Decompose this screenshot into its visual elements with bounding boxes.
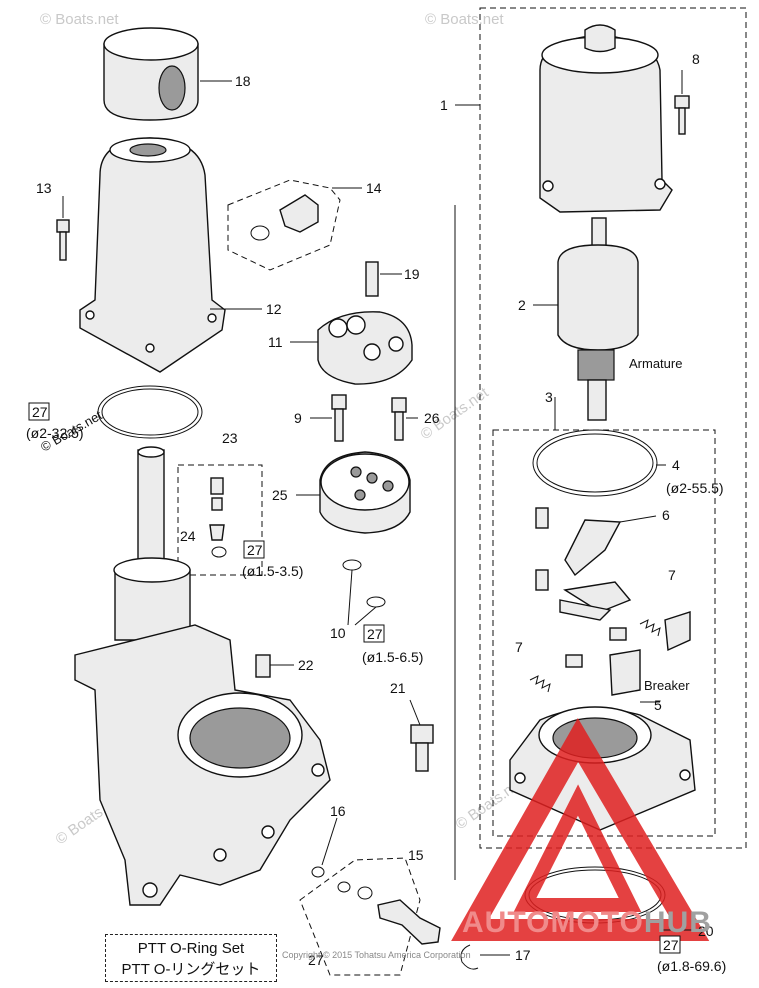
part-12-reservoir [79,137,226,373]
oring-set-title: PTT O-Ring Set [137,940,245,957]
valve-group-box [177,464,263,576]
oring-size: (ø1.5-6.5) [362,649,423,665]
callout-24: 24 [180,528,196,544]
part-25-pump-body [319,451,411,534]
part-10-oring [342,559,362,571]
label-breaker: Breaker [644,678,690,693]
oring-ref-1-label: 27 (ø2-32.5) [26,402,84,441]
oring-code: 27 [367,626,383,642]
part-13-bolt [56,219,70,261]
callout-23: 23 [222,430,238,446]
oring-ref-2-label: 27 (ø1.5-3.5) [242,540,303,579]
size-label-4: (ø2-55.5) [666,480,724,496]
oring-ref-3-label: 27 (ø1.5-6.5) [362,624,423,665]
part-21-bolt [410,724,434,772]
callout-13: 13 [36,180,52,196]
part-18-cap [103,27,199,121]
callout-21: 21 [390,680,406,696]
brand-part-2: HUB [643,906,712,939]
oring-set-title-jp: PTT O-リングセット [121,961,261,978]
callout-3: 3 [545,389,553,405]
oring-size: (ø1.8-69.6) [657,958,726,974]
callout-19: 19 [404,266,420,282]
callout-8: 8 [692,51,700,67]
part-9-bolt [331,394,347,442]
oring-code: 27 [663,937,679,953]
part-6-brush-holder [535,507,632,621]
callout-6: 6 [662,507,670,523]
callout-5: 5 [654,697,662,713]
part-23-valve [209,477,227,558]
oring-size: (ø1.5-3.5) [242,563,303,579]
leader-lines [62,70,695,956]
label-armature: Armature [629,356,682,371]
callout-10: 10 [330,625,346,641]
callouts: 18 12 13 14 1 8 2 3 4 6 7 7 5 11 9 26 25… [36,51,724,968]
callout-7a: 7 [668,567,676,583]
oring-set-note: PTT O-Ring Set PTT O-リングセット [105,934,277,982]
callout-9: 9 [294,410,302,426]
oring-code: 27 [32,404,48,420]
copyright-text: Copyright © 2015 Tohatsu America Corpora… [282,950,471,960]
part-17-clip [460,944,479,970]
part-7-springs [529,619,661,693]
watermark-text: © Boats.net [425,11,504,28]
brand-part-1: AUTOMOTO [462,906,644,939]
callout-4: 4 [672,457,680,473]
brand-logo-icon [451,718,710,941]
callout-25: 25 [272,487,288,503]
manual-valve-box [227,179,341,271]
part-4-oring [532,429,658,497]
part-15-valve [337,881,441,945]
oring-ref-1 [97,385,203,439]
callout-11: 11 [268,334,283,350]
motor-housing [539,24,673,213]
callout-2: 2 [518,297,526,313]
callout-17: 17 [515,947,531,963]
part-19-pin [365,261,379,297]
callout-22: 22 [298,657,314,673]
ptt-housing [74,624,331,906]
brand-logo-text: AUTOMOTOHUB [462,906,712,940]
callout-26: 26 [424,410,440,426]
watermark-text: © Boats.net [40,11,119,28]
part-14-manual-valve [250,194,319,241]
oring-ref-4-label: 27 (ø1.8-69.6) [657,935,726,974]
pump-valve-box [299,857,421,976]
callout-20: 20 [698,923,714,939]
motor-assembly-box [479,7,747,849]
callout-16: 16 [330,803,346,819]
part-22-plug [255,654,271,678]
part-8-screw [674,95,690,135]
callout-18: 18 [235,73,251,89]
part-26-bolt [391,397,407,441]
part-2-armature [557,217,639,421]
oring-code: 27 [247,542,263,558]
callout-1: 1 [440,97,448,113]
callout-12: 12 [266,301,282,317]
callout-14: 14 [366,180,382,196]
callout-15: 15 [408,847,424,863]
callout-7b: 7 [515,639,523,655]
oring-size: (ø2-32.5) [26,425,84,441]
part-11-pump-cover [317,311,413,385]
part-16-oring [311,866,325,878]
tilt-cylinder [113,446,191,641]
part-10-oring [366,596,386,608]
part-5-breaker [609,611,691,696]
callout-27-note: 27 [308,952,324,968]
